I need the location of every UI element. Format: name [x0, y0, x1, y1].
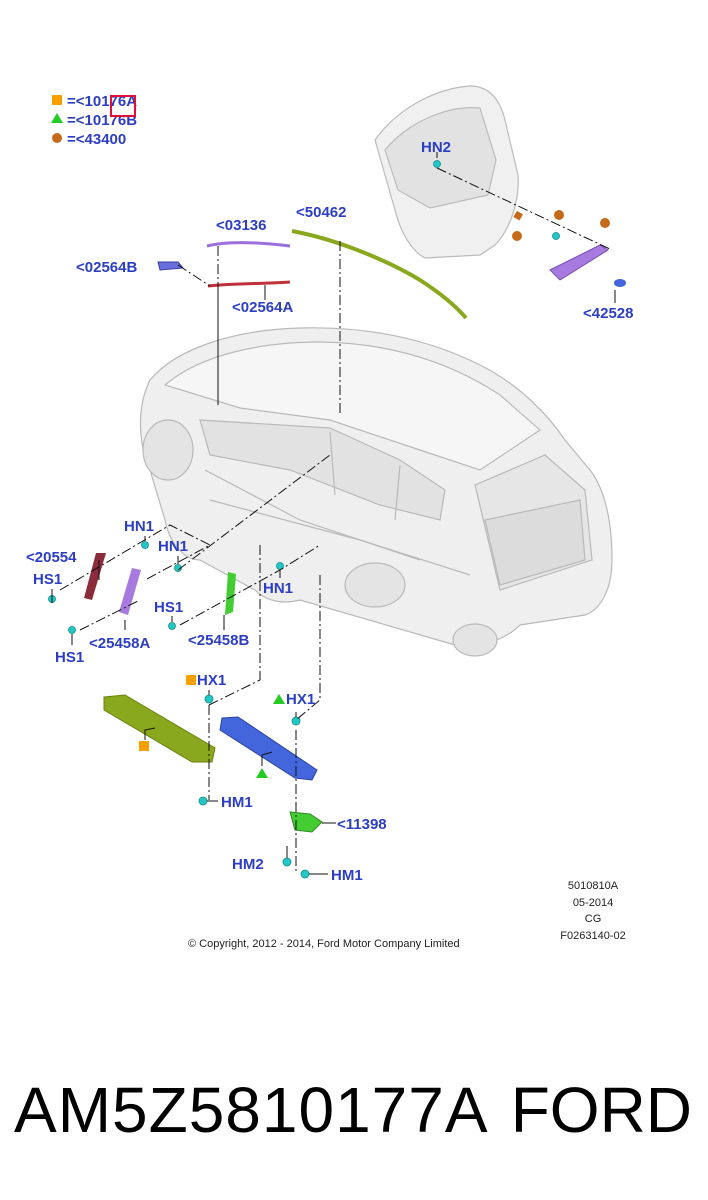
diagram-cg: CG	[585, 913, 602, 925]
clip-icon	[168, 622, 176, 630]
part-42528-trim	[549, 244, 609, 281]
part-25458a-pillar	[119, 568, 141, 615]
callout-hs1: HS1	[33, 571, 62, 588]
legend-brown-circle-icon	[52, 133, 62, 143]
green-triangle-marker-icon	[256, 768, 268, 778]
parts-diagram: =<10176A =<10176B =<43400	[26, 85, 633, 950]
diagram-metadata: 5010810A 05-2014 CG F0263140-02 © Copyri…	[188, 880, 626, 950]
brand-name: FORD	[510, 1074, 692, 1146]
callout-03136: <03136	[216, 217, 266, 234]
orange-square-marker-icon	[139, 741, 149, 751]
legend-orange-square-icon	[52, 95, 62, 105]
parts	[84, 210, 626, 833]
car-body-illustration	[140, 327, 613, 657]
clip-orange-square-icon	[513, 210, 523, 221]
diagram-code: 5010810A	[568, 880, 619, 892]
legend-green-triangle-icon	[51, 113, 63, 123]
clip-icon	[282, 857, 292, 867]
clip-icon	[204, 694, 214, 704]
callout-hn1: HN1	[124, 518, 154, 535]
part-scuff-plate-olive	[103, 694, 216, 763]
callout-hs1: HS1	[55, 649, 84, 666]
callout-hn1: HN1	[263, 580, 293, 597]
part-number: AM5Z5810177A	[14, 1074, 489, 1146]
legend: =<10176A =<10176B =<43400	[51, 93, 137, 148]
green-triangle-marker-icon	[273, 694, 285, 704]
legend-item-10176b: =<10176B	[67, 112, 137, 129]
diagram-ref: F0263140-02	[560, 930, 625, 942]
highlight-marker	[110, 95, 136, 117]
part-20554-pillar	[84, 553, 106, 600]
part-02564a-strip	[207, 280, 291, 288]
clip-icon	[68, 626, 76, 634]
callout-50462: <50462	[296, 204, 346, 221]
part-11398-bracket	[289, 811, 323, 833]
callout-hx1: HX1	[197, 672, 226, 689]
part-42528-clip	[614, 279, 626, 287]
part-50462-molding	[291, 229, 468, 320]
clip-brown-circle-icon	[600, 218, 610, 228]
callout-20554: <20554	[26, 549, 77, 566]
clip-icon	[174, 564, 182, 572]
tailgate-illustration	[374, 85, 519, 259]
callout-02564a: <02564A	[232, 299, 293, 316]
legend-item-10176a: =<10176A	[67, 93, 137, 110]
callout-hn1: HN1	[158, 538, 188, 555]
callout-42528: <42528	[583, 305, 633, 322]
clip-icon	[141, 541, 149, 549]
clip-icon	[300, 869, 310, 879]
callout-hm2: HM2	[232, 856, 264, 873]
leader-lines	[51, 152, 616, 875]
clip-icon	[198, 796, 208, 806]
callout-hm1: HM1	[221, 794, 253, 811]
callout-labels: HN2 <03136 <50462 <02564B <02564A <42528…	[26, 139, 633, 884]
callout-25458b: <25458B	[188, 632, 249, 649]
callout-02564b: <02564B	[76, 259, 137, 276]
orange-square-marker-icon	[186, 675, 196, 685]
clip-brown-circle-icon	[512, 231, 522, 241]
clip-brown-circle-icon	[554, 210, 564, 220]
part-25458b-pillar	[225, 572, 236, 615]
callout-25458a: <25458A	[89, 635, 150, 652]
part-scuff-plate-blue	[219, 716, 318, 781]
callout-11398: <11398	[337, 816, 387, 833]
callout-hs1: HS1	[154, 599, 183, 616]
callout-hx1: HX1	[286, 691, 315, 708]
part-03136-strip	[206, 241, 291, 248]
clip-icon	[552, 232, 560, 240]
callout-hn2: HN2	[421, 139, 451, 156]
clip-icon	[433, 160, 441, 168]
legend-item-43400: =<43400	[67, 131, 126, 148]
product-footer: AM5Z5810177A FORD	[0, 1060, 708, 1170]
diagram-date: 05-2014	[573, 897, 613, 909]
copyright-text: © Copyright, 2012 - 2014, Ford Motor Com…	[188, 938, 460, 950]
callout-hm1: HM1	[331, 867, 363, 884]
